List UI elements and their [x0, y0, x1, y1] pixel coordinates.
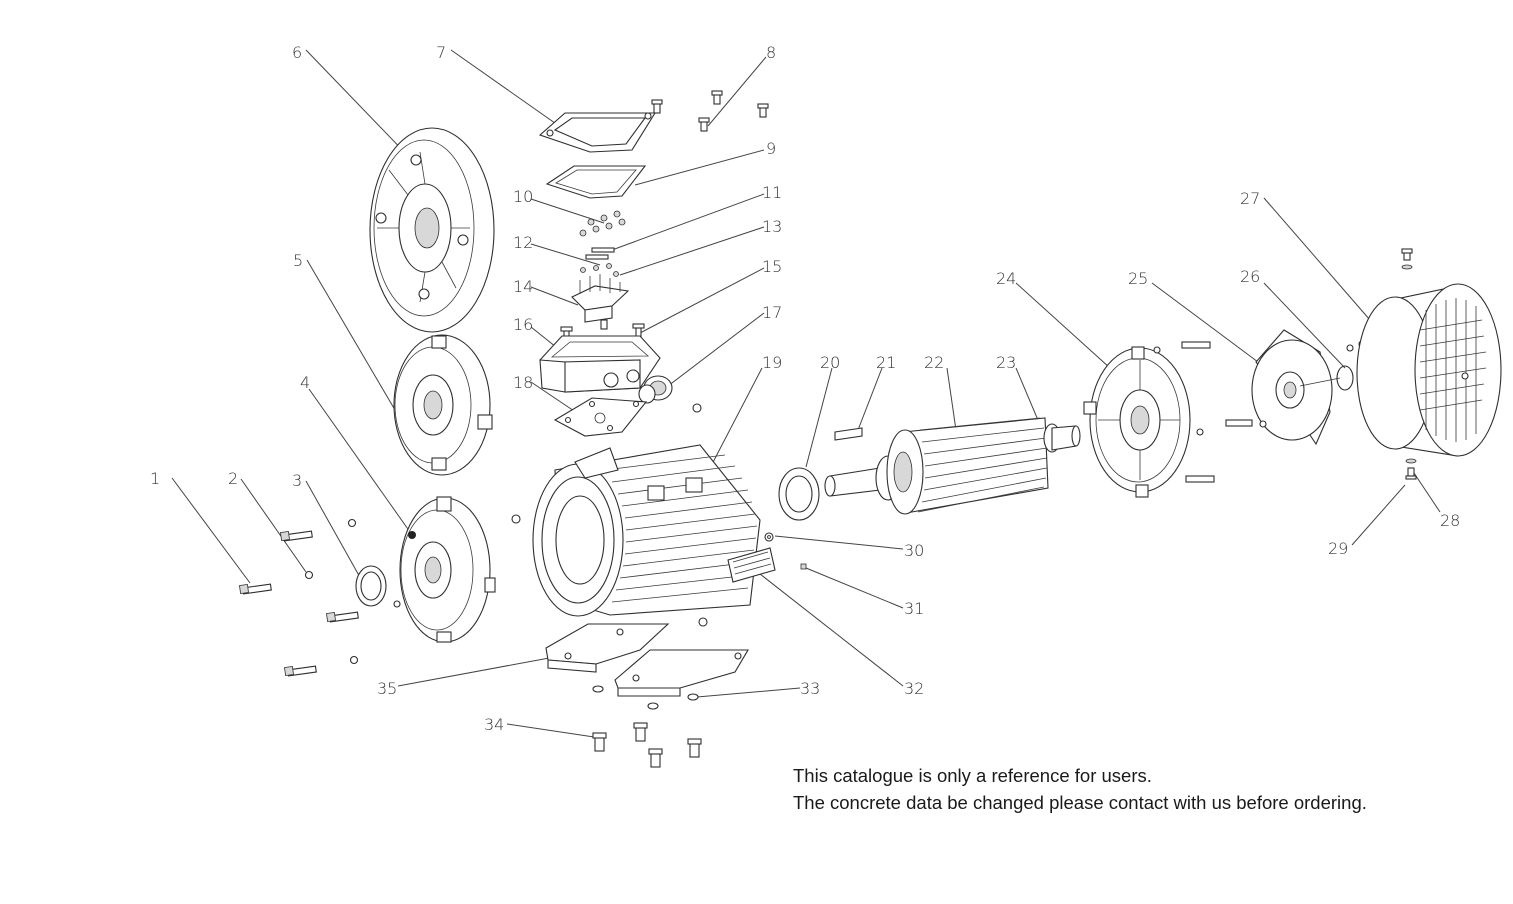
part-label-30: 30	[904, 541, 924, 560]
part-labels: 1 2 3 4 5 6 7 8 9 10 11 12 13 14 15 16 1…	[150, 43, 1460, 734]
part-label-12: 12	[513, 233, 533, 252]
foot-washers-bolts	[592, 685, 702, 768]
part-label-25: 25	[1128, 269, 1148, 288]
part-label-11: 11	[762, 183, 782, 202]
part-label-3: 3	[292, 471, 302, 490]
cover-screws-rear	[1401, 248, 1417, 480]
part-label-31: 31	[904, 599, 924, 618]
terminal-base-gasket	[553, 397, 648, 437]
bearing-end-cover	[399, 496, 496, 643]
terminal-box-cover	[538, 112, 656, 153]
frame-small-parts	[764, 532, 807, 570]
terminal-box	[539, 335, 661, 393]
box-screws	[560, 323, 645, 341]
fan-cover	[1356, 283, 1502, 457]
part-label-28: 28	[1440, 511, 1460, 530]
part-label-1: 1	[150, 469, 160, 488]
part-label-24: 24	[996, 269, 1016, 288]
part-label-13: 13	[762, 217, 782, 236]
wave-washer	[778, 467, 820, 521]
terminal-box-gasket	[545, 165, 647, 199]
part-label-15: 15	[762, 257, 782, 276]
part-label-9: 9	[766, 139, 776, 158]
part-label-2: 2	[228, 469, 238, 488]
part-label-33: 33	[800, 679, 820, 698]
part-label-5: 5	[293, 251, 303, 270]
flange-end-shield	[369, 127, 495, 333]
part-label-18: 18	[513, 373, 533, 392]
catalogue-disclaimer: This catalogue is only a reference for u…	[793, 762, 1367, 816]
part-label-26: 26	[1240, 267, 1260, 286]
front-bolts	[239, 518, 401, 677]
nameplate	[727, 547, 776, 583]
cover-screws	[651, 90, 769, 132]
leader-lines	[171, 49, 1441, 738]
shaft-key	[834, 427, 863, 441]
part-label-21: 21	[876, 353, 896, 372]
part-label-20: 20	[820, 353, 840, 372]
rotor-assembly	[824, 417, 1081, 515]
part-label-35: 35	[377, 679, 397, 698]
part-label-14: 14	[513, 277, 533, 296]
part-label-32: 32	[904, 679, 924, 698]
part-label-6: 6	[292, 43, 302, 62]
seal-ring	[355, 565, 387, 607]
motor-frame	[511, 403, 761, 627]
part-label-23: 23	[996, 353, 1016, 372]
end-shield-front	[393, 334, 493, 476]
part-label-10: 10	[513, 187, 533, 206]
cooling-fan	[1225, 329, 1333, 446]
mounting-feet	[545, 623, 749, 697]
disclaimer-line-2: The concrete data be changed please cont…	[793, 792, 1367, 813]
part-label-29: 29	[1328, 539, 1348, 558]
part-label-34: 34	[484, 715, 504, 734]
part-label-27: 27	[1240, 189, 1260, 208]
terminal-hardware	[579, 210, 626, 277]
part-label-16: 16	[513, 315, 533, 334]
part-label-19: 19	[762, 353, 782, 372]
part-label-4: 4	[300, 373, 310, 392]
part-label-17: 17	[762, 303, 782, 322]
part-label-8: 8	[766, 43, 776, 62]
disclaimer-line-1: This catalogue is only a reference for u…	[793, 765, 1152, 786]
part-label-22: 22	[924, 353, 944, 372]
part-label-7: 7	[436, 43, 446, 62]
terminal-block	[571, 274, 630, 330]
cable-gland	[638, 375, 673, 404]
rear-end-shield	[1083, 341, 1215, 498]
